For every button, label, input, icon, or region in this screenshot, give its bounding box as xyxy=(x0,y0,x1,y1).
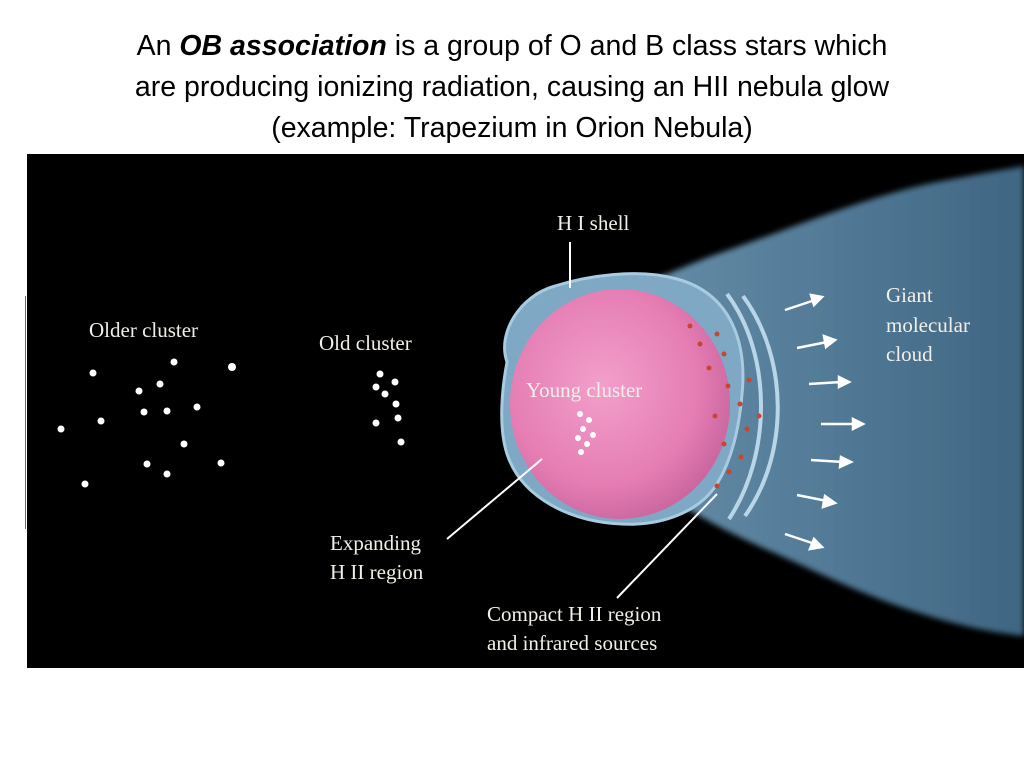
expansion-arrows xyxy=(784,293,866,551)
slide-title: An OB association is a group of O and B … xyxy=(40,26,984,149)
title-line-1-rest: is a group of O and B class stars which xyxy=(386,30,888,62)
diagram-svg: Older cluster Old cluster Young cluster … xyxy=(27,154,1024,668)
older-cluster-stars xyxy=(57,358,236,488)
label-compact-line-2: and infrared sources xyxy=(487,631,657,655)
slide-edge-line xyxy=(25,296,26,529)
leader-lines xyxy=(446,242,718,599)
label-expanding-line-1: Expanding xyxy=(330,531,421,555)
title-line-3: (example: Trapezium in Orion Nebula) xyxy=(271,112,753,144)
shock-front-arcs xyxy=(725,292,780,521)
young-cluster-stars xyxy=(575,411,596,455)
expanding-hii-region xyxy=(510,289,730,519)
title-line-1: An OB association is a group of O and B … xyxy=(40,26,984,67)
compact-infrared-sources xyxy=(687,323,762,489)
label-young-cluster: Young cluster xyxy=(526,378,642,402)
label-giant-cloud-line-3: cloud xyxy=(886,342,933,366)
old-cluster-stars xyxy=(372,370,405,446)
label-giant-cloud-line-1: Giant xyxy=(886,283,933,307)
label-older-cluster: Older cluster xyxy=(89,318,198,342)
ob-association-diagram: Older cluster Old cluster Young cluster … xyxy=(27,154,1024,668)
label-hi-shell: H I shell xyxy=(557,211,629,235)
label-expanding-line-2: H II region xyxy=(330,560,424,584)
title-line-2: are producing ionizing radiation, causin… xyxy=(134,71,890,103)
label-giant-cloud-line-2: molecular xyxy=(886,313,970,337)
label-old-cluster: Old cluster xyxy=(319,331,412,355)
label-compact-line-1: Compact H II region xyxy=(487,602,662,626)
title-emphasis: OB association xyxy=(179,30,387,62)
title-prefix: An xyxy=(136,30,180,62)
